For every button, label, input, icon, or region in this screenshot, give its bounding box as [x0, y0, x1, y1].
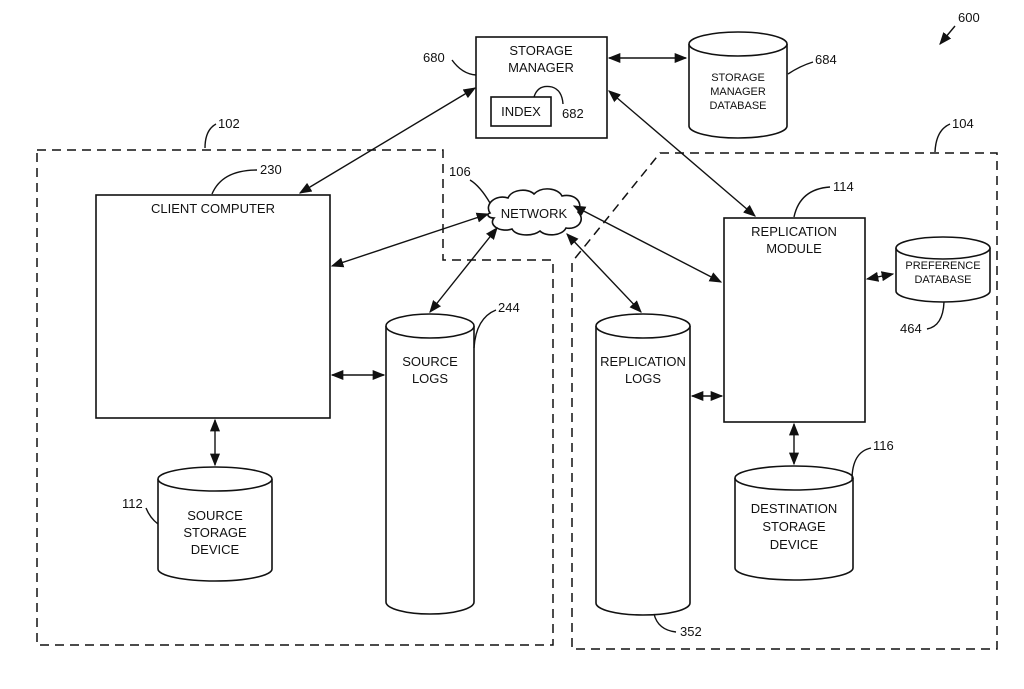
network-to-source-logs-arrow	[430, 228, 497, 312]
source-logs-leader	[474, 310, 496, 348]
replication-logs-leader	[654, 614, 676, 632]
client-computer-box	[96, 195, 330, 418]
replication-logs-label-2: LOGS	[625, 371, 661, 386]
destination-storage-label-2: STORAGE	[762, 519, 826, 534]
storage-manager-ref: 680	[423, 50, 445, 65]
source-logs-ref: 244	[498, 300, 520, 315]
network-to-replication-logs-arrow	[567, 234, 641, 312]
figure-ref-arrow	[940, 26, 955, 44]
sm-database-leader	[788, 62, 813, 74]
storage-manager-leader	[452, 60, 476, 75]
network-to-replication-arrow	[574, 206, 721, 282]
source-storage-label-3: DEVICE	[191, 542, 240, 557]
network-label: NETWORK	[501, 206, 568, 221]
storage-manager-label-2: MANAGER	[508, 60, 574, 75]
client-group-ref: 102	[218, 116, 240, 131]
replication-module-label-1: REPLICATION	[751, 224, 837, 239]
sm-database-label-3: DATABASE	[709, 100, 766, 112]
replication-module-label-2: MODULE	[766, 241, 822, 256]
replication-logs-ref: 352	[680, 624, 702, 639]
network-ref: 106	[449, 164, 471, 179]
source-storage-leader	[146, 508, 158, 524]
preference-db-label-2: DATABASE	[914, 274, 971, 286]
destination-storage-label-3: DEVICE	[770, 537, 819, 552]
preference-db-label-1: PREFERENCE	[905, 260, 980, 272]
destination-storage-label-1: DESTINATION	[751, 501, 837, 516]
source-logs-label-1: SOURCE	[402, 354, 458, 369]
module-to-preference-db-arrow	[867, 274, 893, 279]
destination-group-ref: 104	[952, 116, 974, 131]
sm-database-label-2: MANAGER	[710, 86, 766, 98]
storage-manager-database	[689, 32, 787, 138]
destination-group-leader	[935, 124, 950, 152]
source-storage-device	[158, 467, 272, 581]
destination-storage-leader	[852, 448, 871, 480]
client-computer-label: CLIENT COMPUTER	[151, 201, 275, 216]
network-leader	[470, 180, 490, 203]
storage-manager-label-1: STORAGE	[509, 43, 573, 58]
client-computer-ref: 230	[260, 162, 282, 177]
destination-storage-ref: 116	[873, 438, 894, 453]
replication-module-leader	[794, 187, 830, 217]
source-logs-label-2: LOGS	[412, 371, 448, 386]
index-ref: 682	[562, 106, 584, 121]
index-label: INDEX	[501, 104, 541, 119]
source-storage-label-2: STORAGE	[183, 525, 247, 540]
sm-database-ref: 684	[815, 52, 837, 67]
figure-ref-label: 600	[958, 10, 980, 25]
preference-db-ref: 464	[900, 321, 922, 336]
preference-db-leader	[927, 302, 944, 329]
sm-database-label-1: STORAGE	[711, 72, 765, 84]
source-storage-ref: 112	[122, 496, 143, 511]
source-storage-label-1: SOURCE	[187, 508, 243, 523]
client-group-leader	[205, 124, 216, 148]
replication-logs-label-1: REPLICATION	[600, 354, 686, 369]
replication-module-ref: 114	[833, 179, 854, 194]
client-to-network-arrow	[332, 214, 488, 266]
client-computer-leader	[212, 170, 257, 194]
